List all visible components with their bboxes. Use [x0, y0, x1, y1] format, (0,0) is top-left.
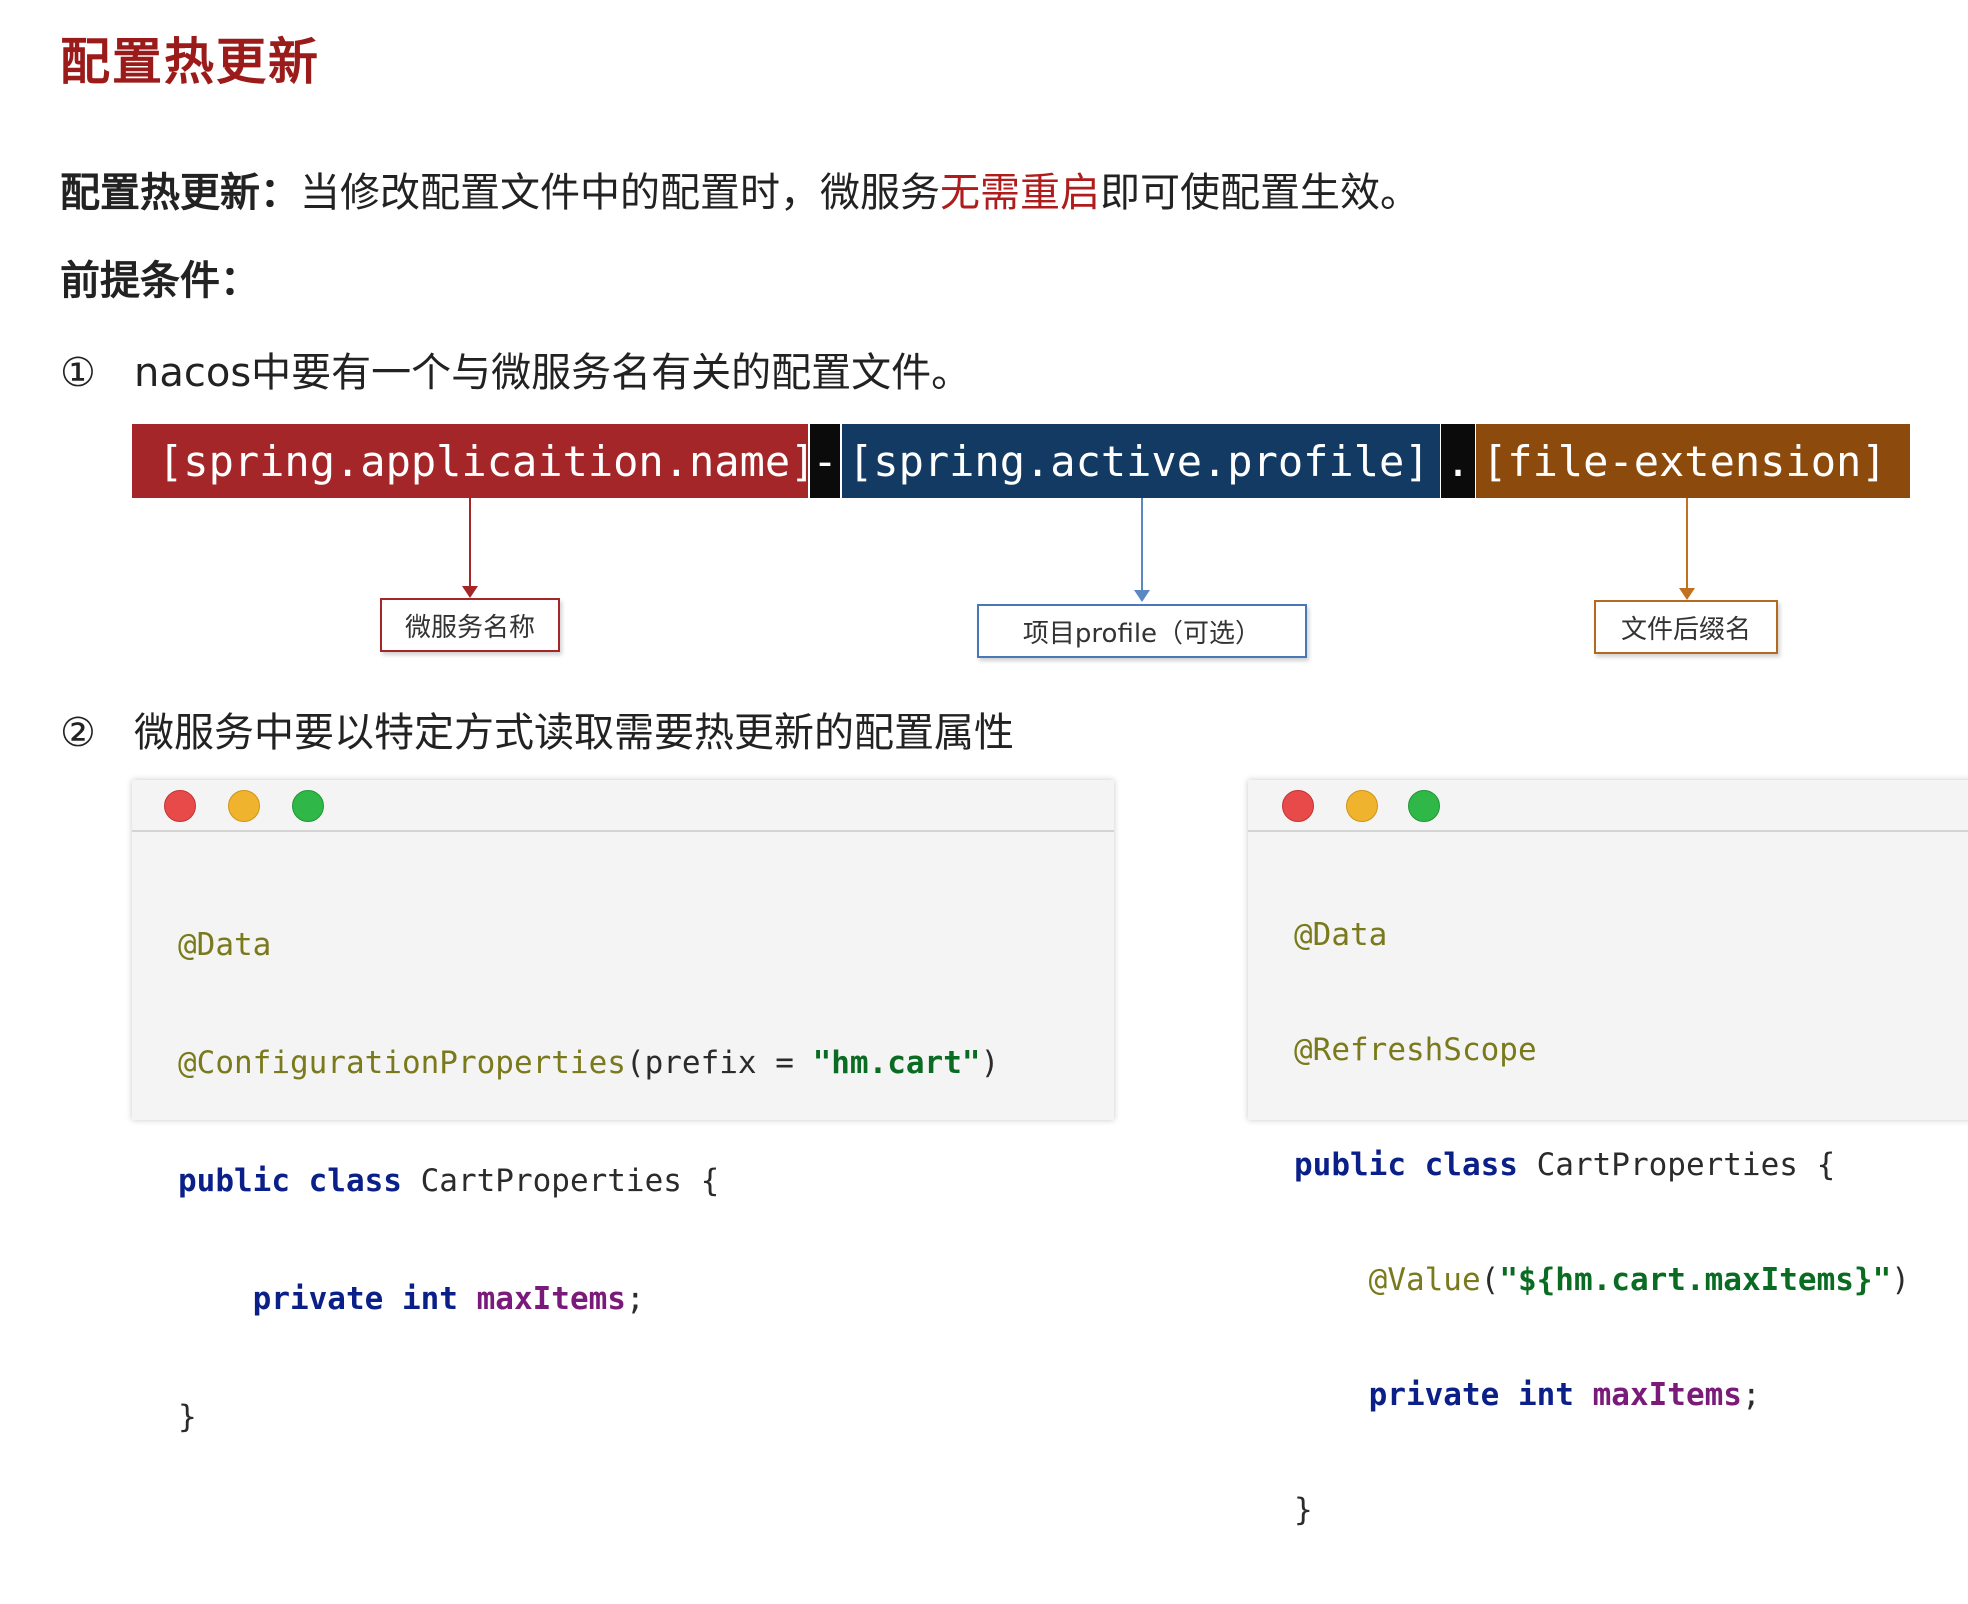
condition-1-text: nacos中要有一个与微服务名有关的配置文件。 — [134, 350, 972, 396]
code-text: (prefix = — [625, 1045, 813, 1081]
code-field: maxItems — [476, 1281, 626, 1317]
code-annotation: @Data — [1294, 917, 1388, 953]
maximize-dot-icon — [292, 790, 324, 822]
connector-profile — [1141, 498, 1143, 592]
intro-label: 配置热更新： — [60, 170, 300, 216]
code-text: } — [1294, 1492, 1313, 1528]
label-app-name: 微服务名称 — [380, 598, 560, 652]
code-window-right: @Data @RefreshScope public class CartPro… — [1248, 780, 1968, 1528]
window-titlebar-right — [1248, 780, 1968, 832]
code-keyword: public class — [1294, 1147, 1518, 1183]
prereq-label: 前提条件： — [60, 258, 260, 304]
close-dot-icon — [1282, 790, 1314, 822]
close-dot-icon — [164, 790, 196, 822]
intro-line: 配置热更新：当修改配置文件中的配置时，微服务无需重启即可使配置生效。 — [60, 160, 1420, 218]
intro-text-before: 当修改配置文件中的配置时，微服务 — [300, 170, 940, 216]
condition-1: ① nacos中要有一个与微服务名有关的配置文件。 — [60, 340, 971, 398]
code-block-right: @Data @RefreshScope public class CartPro… — [1294, 842, 1910, 1604]
code-keyword: public class — [178, 1163, 402, 1199]
code-annotation: @Data — [178, 927, 272, 963]
pattern-separator-dash: - — [810, 424, 840, 498]
arrow-extension — [1679, 588, 1695, 600]
code-text: ) — [980, 1045, 1000, 1081]
arrow-profile — [1134, 590, 1150, 602]
window-titlebar-left — [132, 780, 1114, 832]
condition-2: ② 微服务中要以特定方式读取需要热更新的配置属性 — [60, 700, 1014, 758]
arrow-app-name — [462, 586, 478, 598]
label-extension: 文件后缀名 — [1594, 600, 1778, 654]
pattern-segment-app-name: [spring.applicaition.name] — [132, 424, 808, 498]
code-string: "hm.cart" — [812, 1045, 981, 1081]
pattern-separator-dot: . — [1441, 424, 1475, 498]
code-annotation: @ConfigurationProperties — [178, 1045, 626, 1081]
pattern-segment-profile: [spring.active.profile] — [842, 424, 1440, 498]
code-keyword: private int — [252, 1281, 458, 1317]
code-block-left: @Data @ConfigurationProperties(prefix = … — [178, 850, 999, 1512]
code-keyword: private int — [1368, 1377, 1574, 1413]
code-text: ; — [1741, 1377, 1761, 1413]
code-annotation: @Value — [1368, 1262, 1481, 1298]
page-title: 配置热更新 — [60, 33, 320, 91]
condition-2-number: ② — [60, 710, 96, 756]
code-string: "${hm.cart.maxItems}" — [1499, 1262, 1892, 1298]
minimize-dot-icon — [1346, 790, 1378, 822]
label-profile: 项目profile（可选） — [977, 604, 1307, 658]
connector-app-name — [469, 498, 471, 588]
code-text: ) — [1891, 1262, 1910, 1298]
condition-2-text: 微服务中要以特定方式读取需要热更新的配置属性 — [134, 710, 1014, 756]
code-text: CartProperties { — [401, 1163, 720, 1199]
code-text: ( — [1480, 1262, 1500, 1298]
minimize-dot-icon — [228, 790, 260, 822]
code-annotation: @RefreshScope — [1294, 1032, 1537, 1068]
code-field: maxItems — [1592, 1377, 1742, 1413]
code-window-left: @Data @ConfigurationProperties(prefix = … — [132, 780, 1114, 1435]
code-text: CartProperties { — [1517, 1147, 1836, 1183]
intro-highlight: 无需重启 — [940, 170, 1100, 216]
connector-extension — [1686, 498, 1688, 590]
intro-text-after: 即可使配置生效。 — [1100, 170, 1420, 216]
condition-1-number: ① — [60, 350, 96, 396]
pattern-segment-extension: [file-extension] — [1476, 424, 1910, 498]
code-text: } — [178, 1399, 197, 1435]
code-text: ; — [625, 1281, 645, 1317]
maximize-dot-icon — [1408, 790, 1440, 822]
